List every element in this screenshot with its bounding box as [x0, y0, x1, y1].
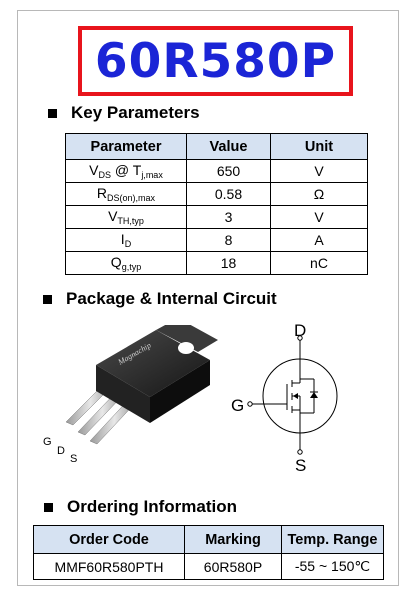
pin-label-drain: D	[57, 445, 65, 457]
bullet-icon	[43, 294, 52, 304]
table-row: ID 8 A	[65, 228, 368, 252]
bullet-icon	[48, 108, 57, 118]
header-temp-range: Temp. Range	[281, 525, 384, 554]
value-cell: 0.58	[186, 182, 271, 206]
gate-terminal	[247, 401, 253, 407]
package-tab	[156, 325, 218, 352]
table-header-row: Order Code Marking Temp. Range	[33, 525, 384, 554]
order-code-cell: MMF60R580PTH	[33, 553, 185, 580]
internal-circuit-symbol	[247, 335, 338, 455]
table-row: MMF60R580PTH 60R580P -55 ~ 150℃	[33, 553, 384, 580]
drain-terminal	[297, 335, 303, 341]
param-cell: VTH,typ	[65, 205, 187, 229]
section-package: Package & Internal Circuit	[43, 289, 277, 309]
unit-cell: V	[270, 159, 368, 183]
marking-cell: 60R580P	[184, 553, 282, 580]
temp-range-cell: -55 ~ 150℃	[281, 553, 384, 580]
header-value: Value	[186, 133, 271, 160]
param-cell: ID	[65, 228, 187, 252]
circuit-label-drain: D	[294, 321, 307, 340]
section-title: Key Parameters	[71, 103, 200, 122]
value-cell: 8	[186, 228, 271, 252]
pin-label-source: S	[70, 453, 78, 465]
header-marking: Marking	[184, 525, 282, 554]
header-parameter: Parameter	[65, 133, 187, 160]
part-number-title: 60R580P	[94, 33, 337, 89]
param-cell: Qg,typ	[65, 251, 187, 275]
unit-cell: V	[270, 205, 368, 229]
value-cell: 650	[186, 159, 271, 183]
circuit-label-source: S	[295, 456, 307, 475]
table-row: RDS(on),max 0.58 Ω	[65, 182, 368, 206]
header-order-code: Order Code	[33, 525, 185, 554]
unit-cell: nC	[270, 251, 368, 275]
table-row: VTH,typ 3 V	[65, 205, 368, 229]
param-cell: RDS(on),max	[65, 182, 187, 206]
value-cell: 3	[186, 205, 271, 229]
source-terminal	[297, 449, 303, 455]
section-ordering: Ordering Information	[44, 497, 237, 517]
bullet-icon	[44, 502, 53, 512]
table-row: Qg,typ 18 nC	[65, 251, 368, 275]
key-parameters-table: Parameter Value Unit VDS @ Tj,max 650 V …	[65, 133, 368, 275]
unit-cell: Ω	[270, 182, 368, 206]
datasheet-card	[17, 10, 399, 586]
table-row: VDS @ Tj,max 650 V	[65, 159, 368, 183]
section-key-parameters: Key Parameters	[48, 103, 200, 123]
param-cell: VDS @ Tj,max	[65, 159, 187, 183]
circuit-label-gate: G	[231, 396, 245, 415]
header-unit: Unit	[270, 133, 368, 160]
section-title: Package & Internal Circuit	[66, 289, 277, 308]
pin-label-gate: G	[43, 436, 52, 448]
ordering-table: Order Code Marking Temp. Range MMF60R580…	[33, 525, 384, 580]
table-header-row: Parameter Value Unit	[65, 133, 368, 160]
title-box: 60R580P	[78, 26, 353, 96]
section-title: Ordering Information	[67, 497, 237, 516]
mounting-hole	[178, 342, 194, 354]
unit-cell: A	[270, 228, 368, 252]
value-cell: 18	[186, 251, 271, 275]
to220f-package-image: Magnachip	[65, 325, 218, 445]
